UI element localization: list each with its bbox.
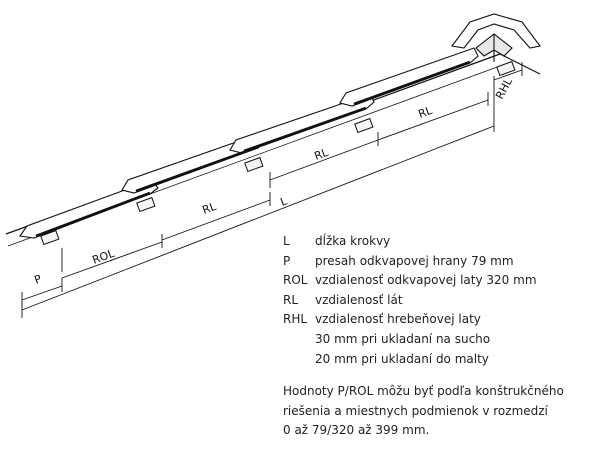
batten [354, 117, 374, 134]
legend-row-p: P presah odkvapovej hrany 79 mm [283, 252, 537, 272]
note-line: riešenia a miestnych podmienok v rozmedz… [283, 403, 548, 418]
legend-row-rhl-mortar: 20 mm pri ukladaní do malty [283, 350, 537, 370]
legend-abbr [283, 330, 315, 350]
dimension-l [21, 76, 495, 318]
note-line: Hodnoty P/ROL môžu byť podľa konštrukčné… [283, 384, 564, 398]
roof-tiles [19, 47, 479, 239]
legend-abbr: RHL [283, 312, 308, 327]
legend-desc: presah odkvapovej hrany 79 mm [315, 253, 514, 268]
dimension-rol [61, 234, 163, 279]
legend-desc: 30 mm pri ukladaní na sucho [315, 331, 491, 346]
dimension-label-rl-2: RL [313, 146, 331, 163]
legend-row-rhl: RHL vzdialenosť hrebeňovej laty [283, 310, 537, 330]
note-line: 0 až 79/320 až 399 mm. [283, 423, 430, 438]
dimension-rl-3 [377, 92, 489, 141]
ridge [451, 13, 541, 75]
batten [496, 60, 516, 77]
legend-row-rhl-dry: 30 mm pri ukladaní na sucho [283, 330, 537, 350]
legend-row-rl: RL vzdialenosť lát [283, 291, 537, 311]
dimension-rl-1 [161, 192, 271, 241]
legend-abbr: P [283, 253, 291, 268]
legend-desc: 20 mm pri ukladaní do malty [315, 351, 489, 366]
dimension-label-l: L [279, 194, 290, 209]
legend-desc: vzdialenosť hrebeňovej laty [315, 312, 481, 327]
battens [40, 60, 516, 246]
batten [136, 196, 156, 213]
legend: L dĺžka krokvy P presah odkvapovej hrany… [283, 232, 537, 369]
legend-abbr: RL [283, 292, 299, 307]
legend-desc: dĺžka krokvy [315, 234, 391, 248]
dimension-label-rol: ROL [91, 247, 117, 267]
roof-tile [19, 179, 159, 239]
dimension-label-rl-1: RL [201, 200, 219, 217]
legend-abbr: L [283, 234, 290, 248]
legend-desc: vzdialenosť lát [315, 292, 403, 307]
roof-tile [339, 47, 479, 107]
legend-abbr: ROL [283, 273, 308, 288]
legend-row-l: L dĺžka krokvy [283, 232, 537, 252]
dimension-rl-2 [269, 132, 379, 188]
legend-abbr [283, 350, 315, 370]
legend-desc: vzdialenosť odkvapovej laty 320 mm [315, 273, 537, 288]
batten [244, 156, 264, 173]
dimension-rhl [493, 62, 523, 81]
batten [40, 229, 60, 246]
dimension-label-p: P [33, 272, 44, 287]
note: Hodnoty P/ROL môžu byť podľa konštrukčné… [283, 382, 593, 441]
legend-row-rol: ROL vzdialenosť odkvapovej laty 320 mm [283, 271, 537, 291]
dimension-label-rl-3: RL [417, 104, 435, 121]
